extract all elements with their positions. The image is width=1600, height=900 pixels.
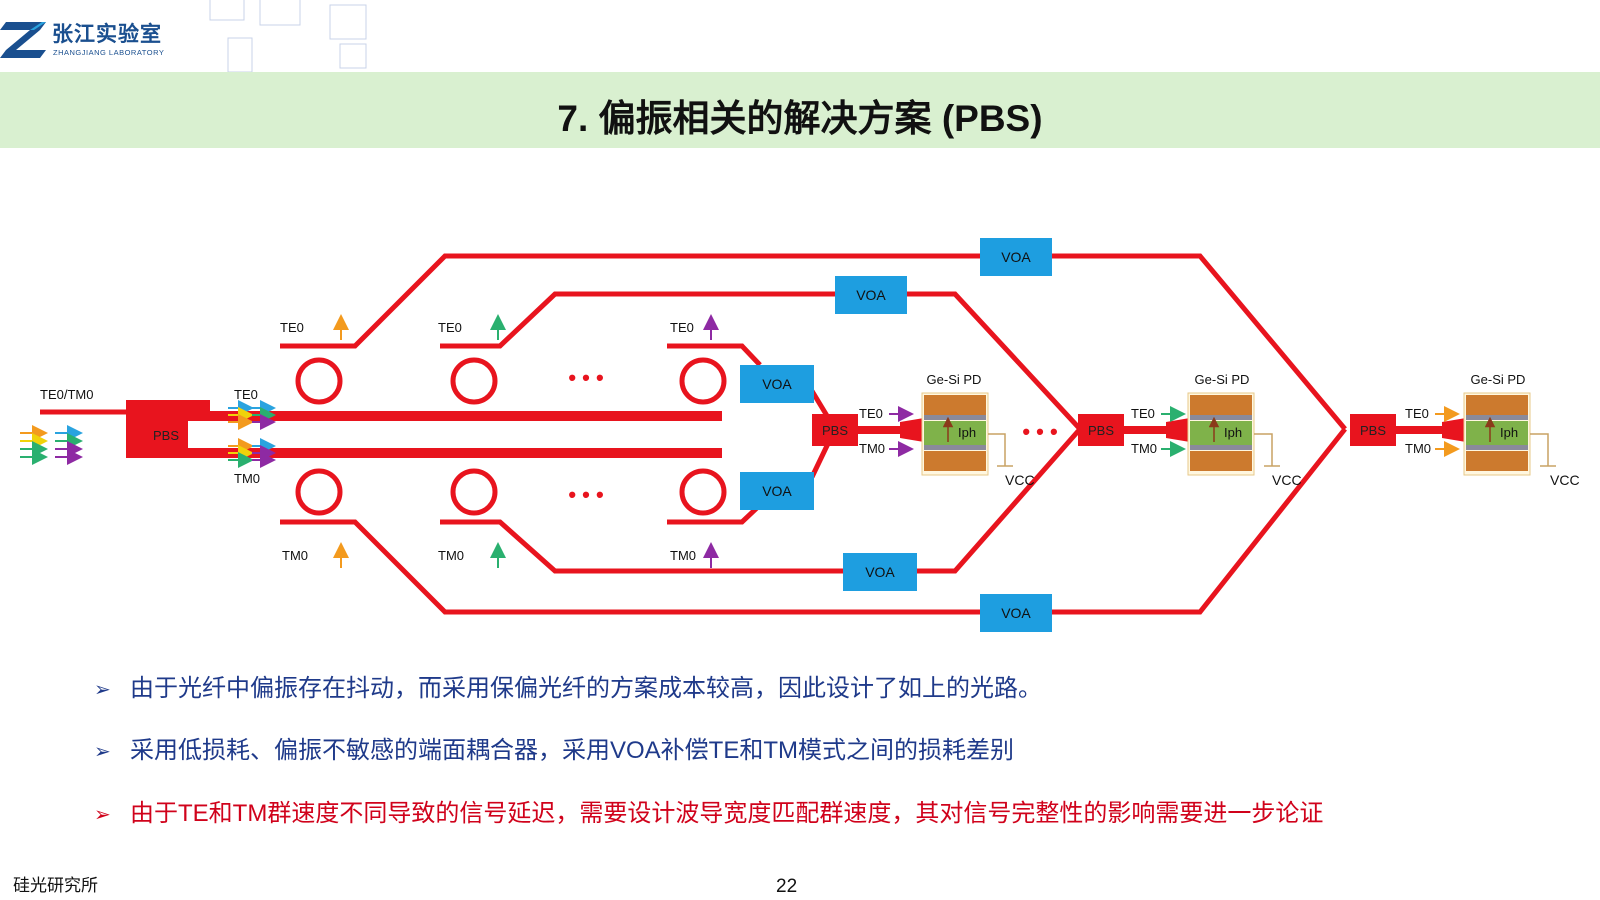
bullet-arrow-icon: ➢ (94, 679, 111, 701)
lab-logo: 张江实验室 ZHANGJIANG LABORATORY (0, 0, 400, 72)
pd3-vcc-label: VCC (1550, 472, 1580, 488)
middle-te-path-right (906, 291, 1082, 431)
ring-tm-3 (679, 468, 727, 516)
pd1-tm0-label: TM0 (859, 441, 885, 456)
voa-middle-tm (843, 553, 917, 591)
bullet-arrow-icon: ➢ (94, 804, 111, 826)
pd-arrows (889, 406, 1460, 457)
voa-blocks (740, 238, 1052, 632)
voa-outer-te (980, 238, 1052, 276)
drop-tm0-label-2: TM0 (438, 548, 464, 563)
ellipsis-te: • • • (568, 365, 603, 390)
pd2-te0-label: TE0 (1131, 406, 1155, 421)
voa-inner-te-label: VOA (762, 376, 792, 392)
outer-te-path (280, 253, 980, 349)
bullet-text-2: 采用低损耗、偏振不敏感的端面耦合器，采用VOA补偿TE和TM模式之间的损耗差别 (130, 737, 1015, 764)
logo-decoration (209, 0, 367, 72)
ellipsis-tm: • • • (568, 482, 603, 507)
bullet-item-3: ➢ 由于TE和TM群速度不同导致的信号延迟，需要设计波导宽度匹配群速度，其对信号完… (94, 793, 1323, 828)
pd2-vcc-label: VCC (1272, 472, 1302, 488)
pd1-te0-label: TE0 (859, 406, 883, 421)
ring-tm-1 (295, 468, 343, 516)
page-title: 7. 偏振相关的解决方案 (PBS) (557, 98, 1043, 139)
voa-outer-tm (980, 594, 1052, 632)
voa-outer-tm-label: VOA (1001, 605, 1031, 621)
outer-tm-path-right (1050, 427, 1347, 615)
bus-tm0-label: TM0 (234, 471, 260, 486)
outer-tm-path (280, 519, 980, 615)
voa-middle-te (835, 276, 907, 314)
tm-bus-waveguide (210, 448, 722, 458)
bullet-text-1: 由于光纤中偏振存在抖动，而采用保偏光纤的方案成本较高，因此设计了如上的光路。 (130, 675, 1042, 702)
bullet-text-3: 由于TE和TM群速度不同导致的信号延迟，需要设计波导宽度匹配群速度，其对信号完整… (130, 800, 1324, 827)
ge-si-pd-3: Ge-Si PD Iph VCC (1463, 372, 1580, 488)
org-name-cn: 张江实验室 (52, 23, 162, 46)
pd-stage-3: PBS (1350, 414, 1466, 446)
drop-tm0-label-1: TM0 (282, 548, 308, 563)
pd3-title: Ge-Si PD (1471, 372, 1526, 387)
pbs-combiner-3 (1350, 414, 1396, 446)
pd3-tm0-label: TM0 (1405, 441, 1431, 456)
middle-tm-path (440, 519, 845, 574)
bullet-item-1: ➢ 由于光纤中偏振存在抖动，而采用保偏光纤的方案成本较高，因此设计了如上的光路。 (94, 668, 1042, 703)
pd-stage-1: PBS (812, 414, 924, 446)
input-mode-label: TE0/TM0 (40, 387, 93, 402)
bullet-arrow-icon: ➢ (94, 741, 111, 763)
pbs-combiner-1-label: PBS (822, 423, 848, 438)
drop-te0-label-3: TE0 (670, 320, 694, 335)
waveguides (40, 253, 1347, 615)
bullet-item-2: ➢ 采用低损耗、偏振不敏感的端面耦合器，采用VOA补偿TE和TM模式之间的损耗差别 (94, 730, 1014, 765)
input-pbs-label: PBS (153, 428, 179, 443)
ring-te-1 (295, 357, 343, 405)
pbs-combiner-1 (812, 414, 858, 446)
pbs-combiner-2 (1078, 414, 1124, 446)
input-pbs-notch (188, 421, 210, 448)
bus-te0-label: TE0 (234, 387, 258, 402)
ge-si-pd-1: Ge-Si PD Iph VCC (921, 372, 1035, 488)
pd3-iph-label: Iph (1500, 425, 1518, 440)
institute-name: 硅光研究所 (13, 876, 98, 895)
voa-middle-tm-label: VOA (865, 564, 895, 580)
voa-inner-te (740, 365, 814, 403)
ring-resonators (295, 357, 727, 516)
ring-tm-2 (450, 468, 498, 516)
outer-te-path-right (1050, 253, 1347, 431)
ellipsis-pd: • • • (1022, 419, 1057, 444)
drop-tm0-label-3: TM0 (670, 548, 696, 563)
pd-stage-2: PBS (1078, 414, 1190, 446)
zj-logo-icon (0, 22, 46, 58)
pbs-combiner-3-label: PBS (1360, 423, 1386, 438)
drop-te0-label-2: TE0 (438, 320, 462, 335)
ge-si-pd-2: Ge-Si PD Iph VCC (1187, 372, 1302, 488)
inner-tm-drop (667, 503, 762, 525)
ring-te-2 (450, 357, 498, 405)
page-number: 22 (776, 876, 798, 897)
pbs-combiner-2-label: PBS (1088, 423, 1114, 438)
pd1-title: Ge-Si PD (927, 372, 982, 387)
middle-te-path (440, 291, 835, 349)
title-band (0, 72, 1600, 148)
drop-arrows (333, 314, 719, 568)
voa-inner-tm (740, 472, 814, 510)
org-name-en: ZHANGJIANG LABORATORY (53, 48, 165, 57)
middle-tm-path-right (916, 427, 1082, 574)
te-bus-waveguide (210, 411, 722, 421)
voa-middle-te-label: VOA (856, 287, 886, 303)
pbs-optical-circuit-diagram: • • • • • • • • • PBS TE0/TM0 TE0 TM0 TE… (20, 238, 1580, 632)
inner-te-drop (667, 343, 762, 367)
voa-inner-tm-label: VOA (762, 483, 792, 499)
pd3-te0-label: TE0 (1405, 406, 1429, 421)
voa-outer-te-label: VOA (1001, 249, 1031, 265)
pd1-vcc-label: VCC (1005, 472, 1035, 488)
pd1-iph-label: Iph (958, 425, 976, 440)
pd2-iph-label: Iph (1224, 425, 1242, 440)
pd2-title: Ge-Si PD (1195, 372, 1250, 387)
input-arrows (20, 400, 276, 468)
drop-te0-label-1: TE0 (280, 320, 304, 335)
pd2-tm0-label: TM0 (1131, 441, 1157, 456)
ring-te-3 (679, 357, 727, 405)
